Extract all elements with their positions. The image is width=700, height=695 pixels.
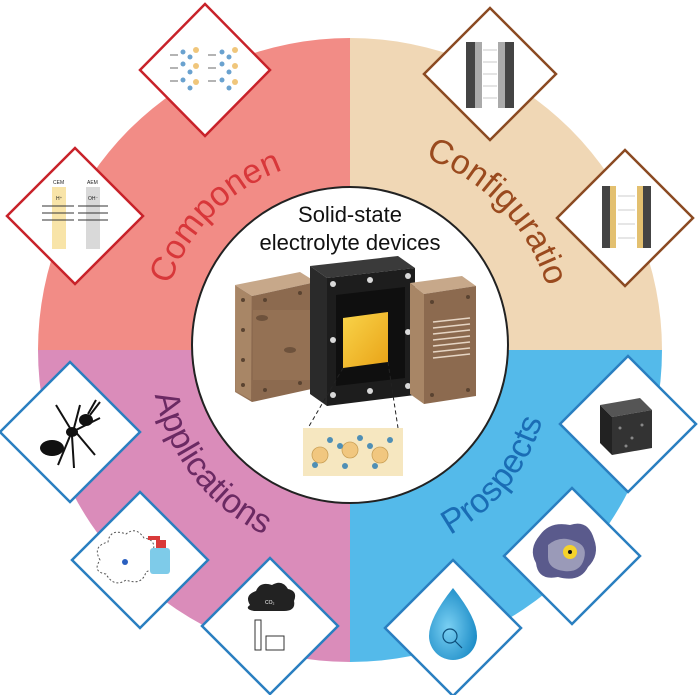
tile-spray (70, 490, 210, 630)
center-title-line1: Solid-state (298, 202, 402, 227)
tile-water-drop (383, 558, 523, 695)
tile-cube (558, 354, 698, 494)
device-illustration (235, 256, 476, 476)
center-title-line2: electrolyte devices (260, 230, 441, 255)
cem-label: CEM (53, 180, 64, 186)
oh-label: OH⁻ (88, 196, 99, 202)
tile-ant (0, 360, 142, 504)
co2-label: CO₂ (265, 600, 275, 606)
tile-cem-aem: CEM AEM H⁺ OH⁻ (5, 146, 145, 286)
tile-co2: CO₂ (200, 556, 340, 695)
h-label: H⁺ (56, 196, 63, 202)
tile-config-1 (422, 6, 558, 142)
aem-label: AEM (87, 180, 98, 186)
tile-config-2 (555, 148, 695, 288)
tile-molecules (138, 2, 272, 138)
tile-radioactive (502, 486, 642, 626)
